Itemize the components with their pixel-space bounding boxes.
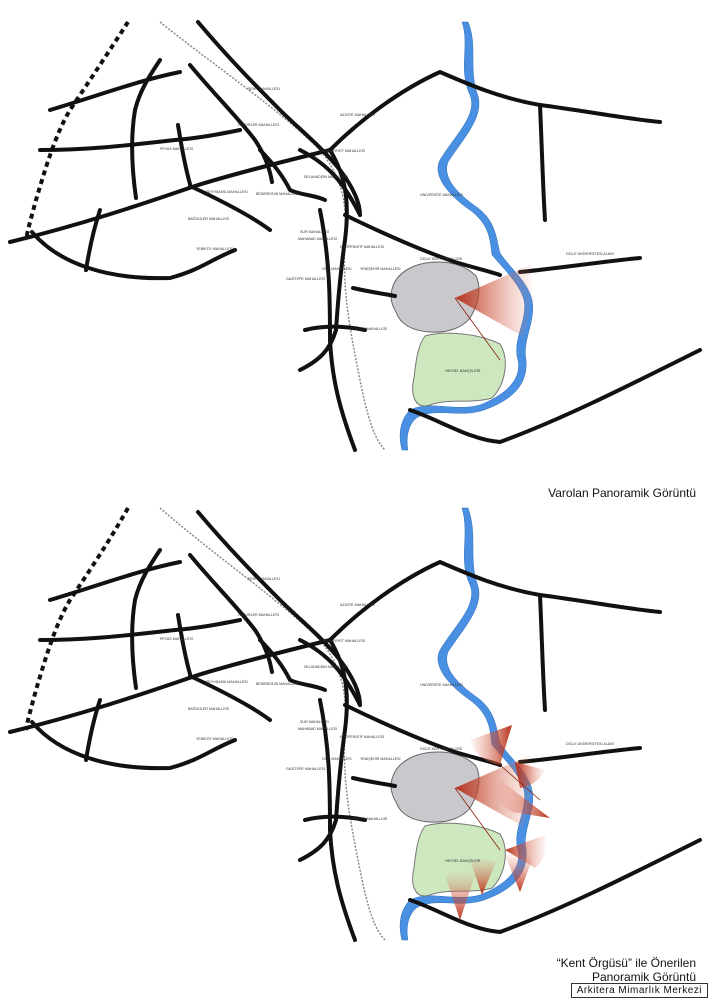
credit-label: Arkitera Mimarlık Merkezi bbox=[570, 983, 708, 998]
map-label: SUR MAHALLESİ bbox=[300, 719, 329, 724]
proposed-panorama-map: ŞEHİT MAHALLESİ AZIZIYE MAHALLESİ HÜZÜRLER… bbox=[8, 507, 702, 942]
map-label: PEYAS MAHALLESİ bbox=[160, 146, 193, 151]
map-label: PEYAS MAHALLESİ bbox=[160, 636, 193, 641]
map-label: ŞEHİT MAHALLESİ bbox=[248, 576, 280, 581]
map-label: KOOPERATİF MAHALLESİ bbox=[340, 244, 384, 249]
proposed-panorama-caption: “Kent Örgüsü” ile Önerilen Panoramik Gör… bbox=[557, 956, 696, 984]
map-label: GAZİTEPE MAHALLESİ bbox=[286, 276, 325, 281]
view-cone bbox=[470, 725, 512, 765]
road-network bbox=[8, 20, 702, 452]
map-label: SELAHADDİN MAHALLESİ bbox=[304, 664, 348, 669]
map-label: HÜZÜRLER MAHALLESİ bbox=[238, 612, 279, 617]
hevsel-gardens bbox=[412, 332, 506, 407]
view-cone bbox=[498, 780, 550, 818]
railway bbox=[159, 21, 386, 451]
map-label: GAZİTEPE MAHALLESİ bbox=[286, 766, 325, 771]
map-base bbox=[8, 20, 702, 452]
map-label: DİCLE KENT MAHALLESİ bbox=[420, 746, 462, 751]
view-cone bbox=[470, 858, 496, 895]
map-label: YENİŞEHİR MAHALLESİ bbox=[360, 266, 401, 271]
map-label: BEDİREDDİN MAHALLESİ bbox=[256, 681, 299, 686]
map-label: HEVSEL BAHÇELERİ bbox=[445, 858, 480, 863]
map-base bbox=[8, 507, 702, 942]
dashed-boundary bbox=[24, 20, 130, 241]
map-label: SELAHADDİN MAHALLESİ bbox=[304, 174, 348, 179]
proposed-caption-line-2: Panoramik Görüntü bbox=[591, 970, 696, 984]
map-labels: ŞEHİT MAHALLESİ AZIZIYE MAHALLESİ HÜZÜRLER… bbox=[160, 576, 614, 863]
map-labels: ŞEHİT MAHALLESİ AZIZIYE MAHALLESİ HÜZÜRLER… bbox=[160, 86, 614, 373]
map-label: ŞEYHŞAMİL MAHALLESİ bbox=[206, 189, 248, 194]
current-panorama-caption: Varolan Panoramik Görüntü bbox=[548, 486, 696, 500]
map-label: ÜNİVERSİTE MAHALLESİ bbox=[420, 682, 463, 687]
view-cone-edge bbox=[499, 764, 541, 801]
map-label: KOOPERATİF MAHALLESİ bbox=[340, 734, 384, 739]
map-label: DİCLE ÜNİVERSİTESİ ALANI bbox=[566, 741, 614, 746]
view-cone-edge bbox=[454, 297, 501, 361]
river bbox=[399, 507, 533, 941]
road-network bbox=[8, 510, 702, 942]
map-label: OFİS MAHALLESİ bbox=[322, 756, 352, 761]
view-cone bbox=[445, 872, 475, 920]
map-label: AZIZIYE MAHALLESİ bbox=[340, 602, 375, 607]
view-cone-group bbox=[454, 265, 533, 361]
river bbox=[399, 21, 533, 451]
map-label: MAHABAD MAHALLESİ bbox=[298, 726, 337, 731]
map-label: ŞEYHŞAMİL MAHALLESİ bbox=[206, 679, 248, 684]
map-label: BAĞGÜLER MAHALLESİ bbox=[188, 216, 229, 221]
view-cone-edge bbox=[454, 787, 501, 851]
current-panorama-map: ŞEHİT MAHALLESİ AZIZIYE MAHALLESİ HÜZÜRLER… bbox=[8, 20, 702, 452]
view-cone bbox=[515, 762, 545, 788]
view-cone bbox=[455, 265, 533, 336]
map-label: BAĞGÜLER MAHALLESİ bbox=[188, 706, 229, 711]
map-label: ÜNİVERSİTE MAHALLESİ bbox=[420, 192, 463, 197]
map-label: YENİKÖY MAHALLESİ bbox=[196, 246, 233, 251]
proposed-caption-line-1: “Kent Örgüsü” ile Önerilen bbox=[556, 956, 696, 970]
map-label: CUMHURİYET MAHALLESİ bbox=[320, 638, 365, 643]
map-label: YENİŞEHİR MAHALLESİ bbox=[360, 756, 401, 761]
map-label: HEVSEL BAHÇELERİ bbox=[445, 368, 480, 373]
dashed-boundary bbox=[24, 507, 130, 731]
view-cones-group bbox=[445, 725, 550, 920]
map-label: BEDİREDDİN MAHALLESİ bbox=[256, 191, 299, 196]
map-label: AZIZIYE MAHALLESİ bbox=[340, 112, 375, 117]
map-label: SUR MAHALLESİ bbox=[300, 229, 329, 234]
railway bbox=[159, 507, 386, 941]
map-label: ŞEHİTLİK MAHALLESİ bbox=[350, 326, 387, 331]
map-label: HÜZÜRLER MAHALLESİ bbox=[238, 122, 279, 127]
map-label: MAHABAD MAHALLESİ bbox=[298, 236, 337, 241]
map-label: OFİS MAHALLESİ bbox=[322, 266, 352, 271]
map-label: DİCLE KENT MAHALLESİ bbox=[420, 256, 462, 261]
map-label: DİCLE ÜNİVERSİTESİ ALANI bbox=[566, 251, 614, 256]
view-cone bbox=[505, 853, 532, 892]
map-label: ŞEHİTLİK MAHALLESİ bbox=[350, 816, 387, 821]
map-label: YENİKÖY MAHALLESİ bbox=[196, 736, 233, 741]
map-label: CUMHURİYET MAHALLESİ bbox=[320, 148, 365, 153]
view-cone bbox=[505, 835, 547, 868]
map-label: ŞEHİT MAHALLESİ bbox=[248, 86, 280, 91]
